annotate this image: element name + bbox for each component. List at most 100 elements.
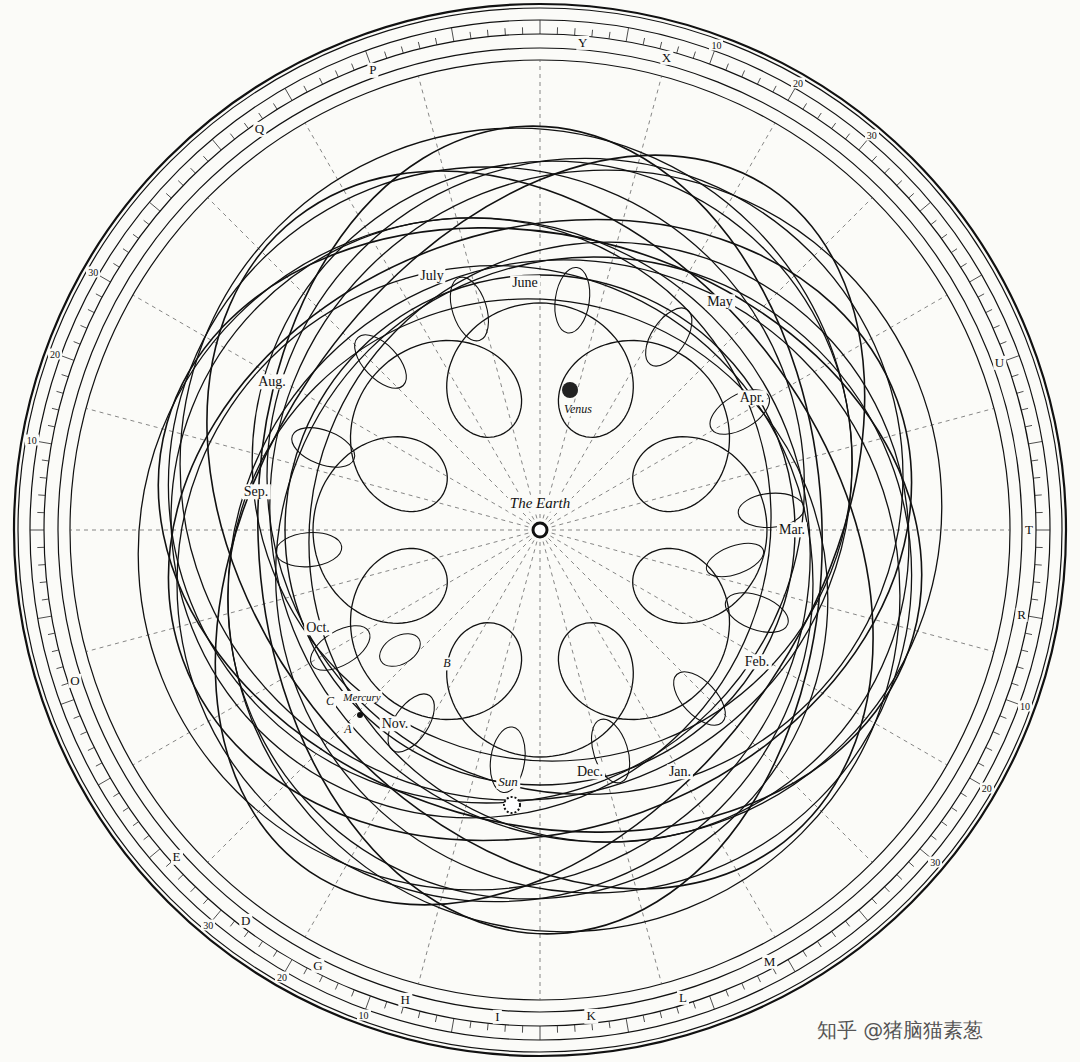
degree-tick bbox=[909, 862, 914, 867]
degree-tick bbox=[88, 747, 94, 750]
degree-tick bbox=[96, 763, 102, 766]
degree-tick bbox=[230, 134, 234, 140]
degree-tick bbox=[574, 28, 575, 35]
degree-tick bbox=[469, 1021, 471, 1028]
degree-tick bbox=[557, 27, 558, 34]
degree-tick bbox=[203, 156, 208, 161]
zodiac-letter: R bbox=[1015, 608, 1028, 622]
degree-tick bbox=[859, 139, 868, 150]
degree-tick bbox=[1036, 512, 1043, 513]
month-label: Nov. bbox=[380, 716, 411, 731]
zodiac-letter: H bbox=[399, 993, 412, 1007]
degree-tick bbox=[74, 342, 80, 345]
zodiac-letter: G bbox=[311, 959, 324, 973]
degree-tick bbox=[96, 294, 102, 297]
degree-tick bbox=[149, 849, 160, 858]
degree-tick bbox=[845, 134, 849, 140]
degree-number: 30 bbox=[201, 920, 215, 931]
zodiac-ring bbox=[58, 48, 1022, 1012]
degree-tick bbox=[30, 530, 44, 531]
degree-tick bbox=[37, 512, 44, 513]
degree-tick bbox=[244, 123, 248, 129]
degree-tick bbox=[418, 1011, 420, 1018]
degree-tick bbox=[42, 459, 49, 461]
degree-number: 20 bbox=[48, 348, 62, 359]
degree-tick bbox=[230, 921, 234, 927]
degree-tick bbox=[38, 616, 52, 618]
degree-tick bbox=[1036, 547, 1043, 548]
degree-tick bbox=[1025, 425, 1032, 426]
zodiac-letter: O bbox=[68, 674, 81, 688]
degree-tick bbox=[38, 564, 45, 565]
degree-tick bbox=[1028, 441, 1042, 443]
degree-tick bbox=[832, 931, 836, 937]
degree-tick bbox=[385, 1002, 387, 1009]
degree-tick bbox=[352, 64, 355, 70]
degree-tick bbox=[319, 976, 322, 982]
zodiac-ring bbox=[70, 60, 1010, 1000]
degree-tick bbox=[931, 220, 937, 224]
month-label: Sep. bbox=[242, 484, 271, 499]
degree-tick bbox=[742, 70, 745, 76]
degree-tick bbox=[1033, 581, 1040, 583]
degree-tick bbox=[133, 822, 139, 826]
retrograde-loop bbox=[720, 585, 794, 640]
degree-tick bbox=[259, 113, 263, 119]
degree-tick bbox=[626, 1018, 628, 1032]
degree-tick bbox=[540, 20, 541, 34]
body-label: Sun bbox=[496, 775, 520, 789]
degree-tick bbox=[504, 1025, 505, 1032]
month-label: Dec. bbox=[575, 764, 605, 779]
month-label: July bbox=[418, 268, 445, 283]
degree-tick bbox=[970, 275, 982, 282]
zodiac-ring bbox=[44, 34, 1036, 1026]
degree-tick bbox=[144, 220, 150, 224]
degree-tick bbox=[845, 921, 849, 927]
degree-tick bbox=[677, 1007, 679, 1014]
degree-tick bbox=[897, 181, 902, 186]
retrograde-loop bbox=[703, 381, 777, 444]
degree-number: 10 bbox=[357, 1009, 371, 1020]
degree-tick bbox=[609, 1021, 611, 1028]
degree-tick bbox=[80, 325, 86, 328]
degree-tick bbox=[726, 990, 729, 996]
degree-tick bbox=[693, 1002, 695, 1009]
planet-path-ellipse bbox=[244, 116, 836, 943]
degree-tick bbox=[757, 78, 760, 84]
zodiac-ring bbox=[14, 4, 1066, 1056]
degree-tick bbox=[726, 64, 729, 70]
degree-tick bbox=[941, 234, 947, 238]
degree-tick bbox=[259, 941, 263, 947]
degree-tick bbox=[469, 32, 471, 39]
degree-tick bbox=[435, 38, 436, 45]
planet-path-ellipse bbox=[69, 41, 1010, 1020]
degree-tick bbox=[951, 807, 957, 811]
degree-tick bbox=[123, 249, 129, 253]
degree-tick bbox=[88, 309, 94, 312]
retrograde-loop bbox=[486, 725, 529, 795]
degree-tick bbox=[978, 294, 984, 297]
degree-tick bbox=[61, 700, 74, 705]
degree-tick bbox=[42, 599, 49, 601]
degree-tick bbox=[757, 976, 760, 982]
degree-tick bbox=[817, 941, 821, 947]
degree-tick bbox=[38, 494, 45, 495]
degree-tick bbox=[609, 32, 611, 39]
degree-tick bbox=[897, 875, 902, 880]
degree-tick bbox=[113, 263, 119, 267]
degree-tick bbox=[993, 325, 999, 328]
degree-number: 30 bbox=[865, 129, 879, 140]
degree-tick bbox=[986, 309, 992, 312]
degree-tick bbox=[38, 441, 52, 443]
degree-tick bbox=[909, 193, 914, 198]
venus-path bbox=[313, 303, 767, 757]
sun-orbit bbox=[285, 275, 795, 785]
degree-number: 20 bbox=[275, 971, 289, 982]
degree-number: 30 bbox=[928, 856, 942, 867]
degree-tick bbox=[978, 763, 984, 766]
degree-tick bbox=[451, 28, 453, 42]
degree-tick bbox=[304, 968, 307, 974]
month-label: Mar. bbox=[777, 522, 807, 537]
degree-tick bbox=[1000, 342, 1006, 345]
degree-tick bbox=[40, 477, 47, 479]
